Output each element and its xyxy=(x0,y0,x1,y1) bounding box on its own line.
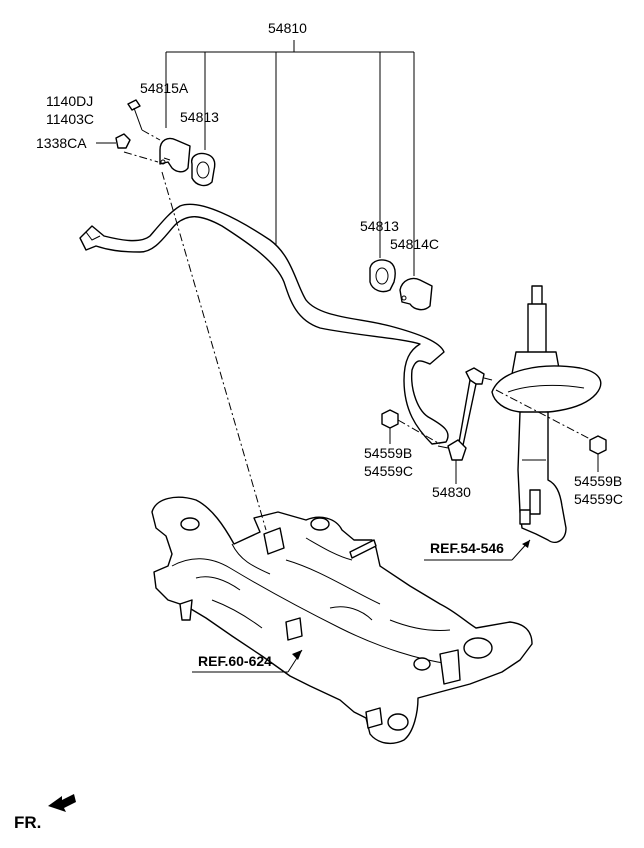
label-54559b-strut: 54559B xyxy=(574,473,622,489)
label-11403c: 11403C xyxy=(46,111,94,127)
label-1140dj: 1140DJ xyxy=(46,93,93,109)
ref-54-546-text: REF.54-546 xyxy=(430,540,504,556)
label-54559c-link: 54559C xyxy=(364,463,413,479)
bracket-54814c xyxy=(399,277,433,311)
label-54814c: 54814C xyxy=(390,236,439,252)
assembly-leader-lines xyxy=(165,40,415,276)
strut-assembly xyxy=(491,285,602,544)
label-1338ca: 1338CA xyxy=(36,135,87,151)
front-direction-indicator: FR. xyxy=(14,794,76,832)
nut-1338ca xyxy=(115,133,159,163)
label-54813-left: 54813 xyxy=(180,109,219,125)
reference-strut: REF.54-546 xyxy=(424,539,531,561)
label-54815a: 54815A xyxy=(140,80,189,96)
stabilizer-bar xyxy=(79,203,449,445)
bushing-54813-left xyxy=(191,152,216,187)
label-54813-right: 54813 xyxy=(360,218,399,234)
mounting-dashline xyxy=(161,171,267,531)
stabilizer-link-54830 xyxy=(437,367,493,461)
bushing-54813-right xyxy=(369,259,396,293)
subframe xyxy=(151,496,533,745)
bolt-1140dj xyxy=(127,99,161,141)
reference-subframe: REF.60-624 xyxy=(192,649,303,673)
label-54810: 54810 xyxy=(268,20,307,36)
label-54559c-strut: 54559C xyxy=(574,491,623,507)
bracket-54815a xyxy=(159,137,191,173)
label-54559b-link: 54559B xyxy=(364,445,412,461)
front-arrow-icon xyxy=(48,794,76,812)
fr-label: FR. xyxy=(14,813,41,832)
label-54830: 54830 xyxy=(432,484,471,500)
nut-54559-link xyxy=(381,409,441,445)
nut-54559-strut xyxy=(589,435,607,455)
ref-60-624-text: REF.60-624 xyxy=(198,653,272,669)
